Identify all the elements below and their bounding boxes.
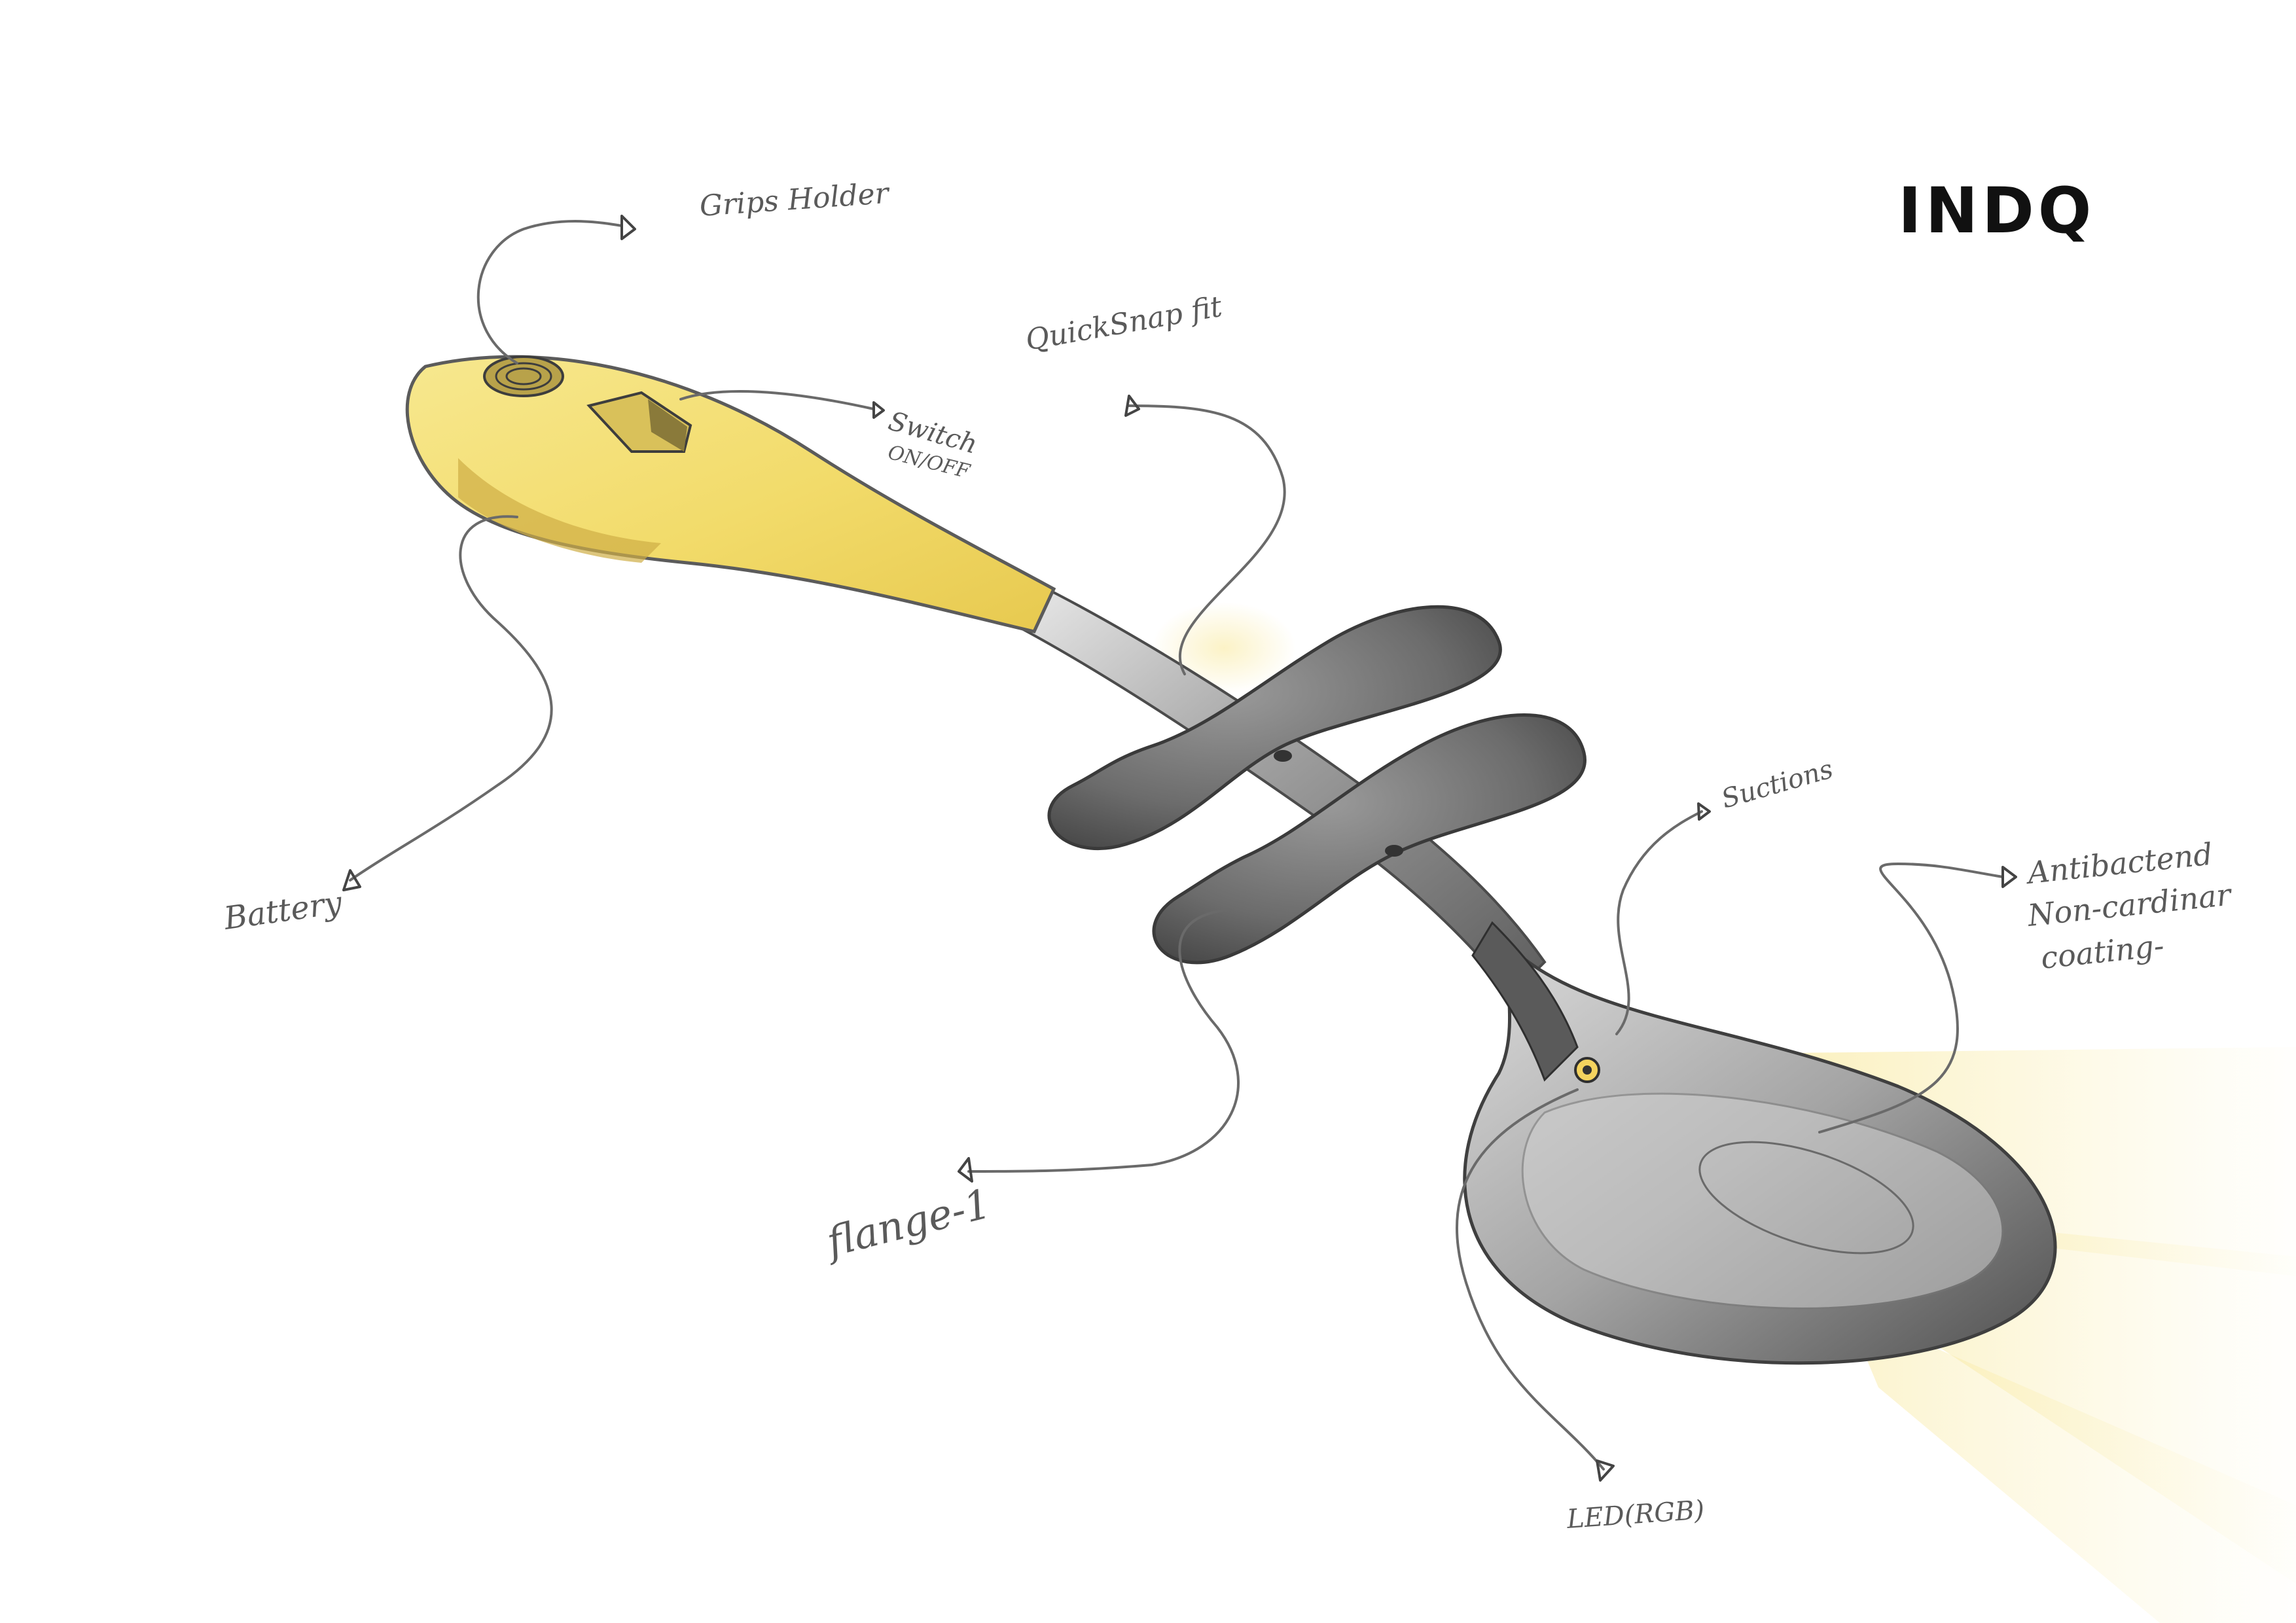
spoon-handle (407, 357, 1054, 632)
arrow-switch (874, 402, 884, 418)
label-battery: Battery (221, 884, 345, 937)
label-led: LED(RGB) (1565, 1495, 1705, 1535)
spoon-bowl (1465, 923, 2055, 1363)
label-suctions: Suctions (1718, 754, 1837, 814)
leader-grips-holder (478, 221, 622, 363)
grips-holder (484, 357, 563, 396)
label-flange: flange-1 (819, 1179, 996, 1266)
arrow-antibacterial (2003, 867, 2016, 887)
leader-battery (350, 516, 552, 880)
arrow-flange (959, 1158, 972, 1181)
led-light (1575, 1058, 1599, 1082)
brand-logo: INDQ (1898, 174, 2095, 247)
label-quick-snap-fit: QuickSnap fit (1023, 290, 1225, 357)
label-grips-holder: Grips Holder (698, 177, 891, 223)
label-coating: coating- (2039, 928, 2166, 976)
leader-suctions (1617, 812, 1702, 1034)
arrow-grips-holder (622, 216, 635, 239)
logo-text: INDQ (1898, 174, 2095, 247)
